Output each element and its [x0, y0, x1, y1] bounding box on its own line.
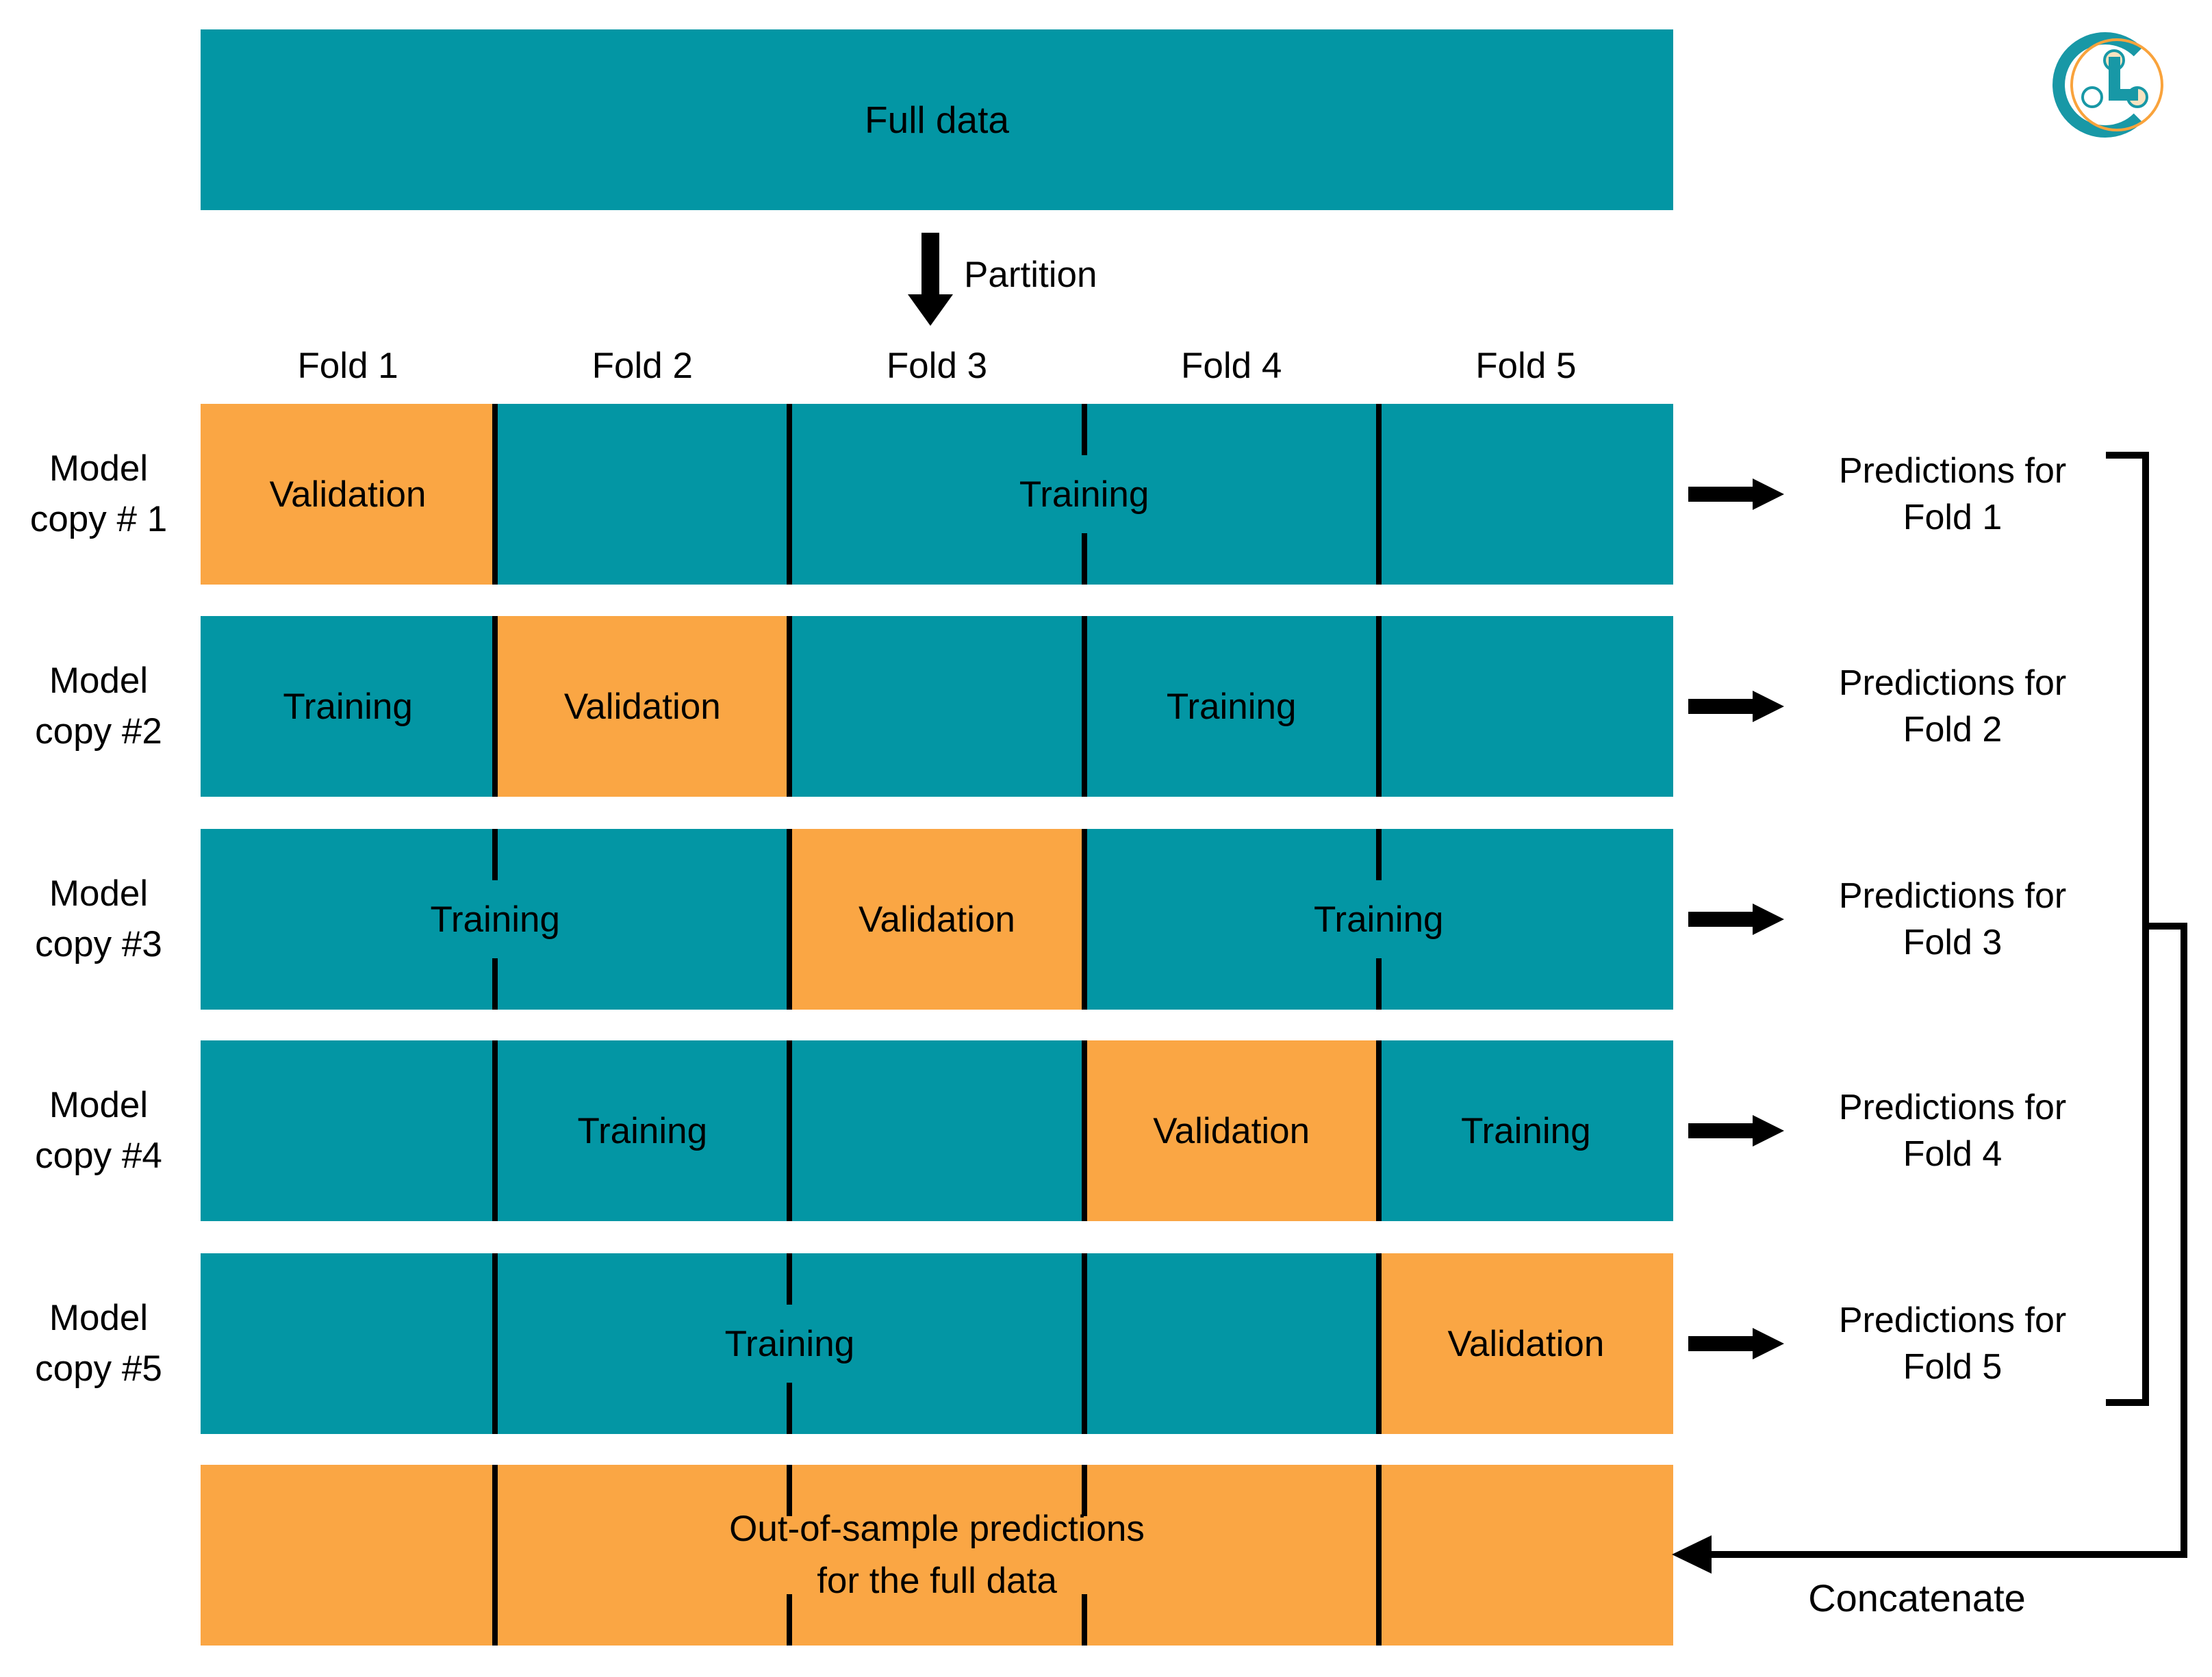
- bracket-vertical-line: [2142, 452, 2149, 1406]
- out-of-sample-predictions-bar: Out-of-sample predictions for the full d…: [201, 1465, 1673, 1646]
- fold-divider: [1081, 404, 1087, 585]
- fold-divider: [492, 1253, 498, 1434]
- full-data-bar: Full data: [201, 29, 1673, 210]
- fold-divider: [1375, 1465, 1382, 1646]
- fold-divider: [787, 1465, 793, 1646]
- concatenate-vertical-line: [2181, 923, 2187, 1558]
- partition-down-arrow-icon: [908, 233, 953, 326]
- validation-segment: Validation: [789, 829, 1084, 1010]
- fold-divider: [787, 1253, 793, 1434]
- validation-segment: Validation: [1378, 1253, 1673, 1434]
- full-data-label: Full data: [865, 99, 1009, 141]
- row-label-model-copy-4: Model copy #4: [35, 1085, 162, 1176]
- out-of-sample-label: Out-of-sample predictions for the full d…: [729, 1509, 1145, 1601]
- validation-segment: Validation: [1084, 1040, 1379, 1221]
- fold-label-5: Fold 5: [1475, 346, 1577, 386]
- fold-divider: [787, 616, 793, 797]
- fold-bar-model-copy-2: Training Validation Training: [201, 616, 1673, 797]
- prediction-label-fold-5: Predictions for Fold 5: [1838, 1301, 2067, 1387]
- fold-divider: [1375, 1040, 1382, 1221]
- fold-divider: [492, 1040, 498, 1221]
- fold-bar-model-copy-3: Training Validation Training: [201, 829, 1673, 1010]
- fold-header-row: Fold 1 Fold 2 Fold 3 Fold 4 Fold 5: [201, 346, 1673, 387]
- fold-divider: [1375, 829, 1382, 1010]
- row-label-model-copy-5: Model copy #5: [35, 1298, 162, 1389]
- fold-divider: [1375, 1253, 1382, 1434]
- fold-bar-model-copy-1: Validation Training: [201, 404, 1673, 585]
- brand-logo-icon: [2052, 32, 2163, 138]
- right-arrow-icon: [1688, 1328, 1784, 1359]
- fold-label-3: Fold 3: [886, 346, 988, 386]
- fold-divider: [492, 404, 498, 585]
- fold-divider: [1081, 616, 1087, 797]
- row-label-model-copy-3: Model copy #3: [35, 873, 162, 964]
- fold-label-4: Fold 4: [1181, 346, 1282, 386]
- bracket-bottom-tick: [2106, 1399, 2149, 1406]
- right-arrow-icon: [1688, 1115, 1784, 1147]
- fold-divider: [1375, 616, 1382, 797]
- fold-divider: [492, 616, 498, 797]
- fold-divider: [1081, 1040, 1087, 1221]
- fold-divider: [492, 829, 498, 1010]
- fold-divider: [492, 1465, 498, 1646]
- training-segment: Training: [1378, 1040, 1673, 1221]
- training-segment: Training: [201, 616, 496, 797]
- concatenate-label: Concatenate: [1808, 1576, 2026, 1620]
- validation-segment: Validation: [495, 616, 790, 797]
- partition-label: Partition: [964, 255, 1097, 295]
- fold-divider: [1081, 1253, 1087, 1434]
- fold-bar-model-copy-5: Training Validation: [201, 1253, 1673, 1434]
- prediction-label-fold-2: Predictions for Fold 2: [1838, 663, 2067, 750]
- row-label-model-copy-2: Model copy #2: [35, 661, 162, 752]
- fold-label-2: Fold 2: [592, 346, 693, 386]
- arrow-head: [908, 294, 953, 326]
- validation-segment: Validation: [201, 404, 496, 585]
- fold-divider: [1375, 404, 1382, 585]
- prediction-label-fold-1: Predictions for Fold 1: [1838, 451, 2067, 537]
- right-arrow-icon: [1688, 478, 1784, 510]
- fold-divider: [787, 1040, 793, 1221]
- training-segment: Training: [789, 616, 1673, 797]
- fold-divider: [1081, 829, 1087, 1010]
- row-label-model-copy-1: Model copy # 1: [29, 448, 168, 539]
- arrow-shaft: [921, 233, 939, 296]
- prediction-label-fold-4: Predictions for Fold 4: [1838, 1088, 2067, 1174]
- fold-divider: [787, 404, 793, 585]
- training-segment: Training: [201, 1040, 1084, 1221]
- bracket-branch-line: [2149, 923, 2187, 930]
- bracket-top-tick: [2106, 452, 2149, 459]
- right-arrow-icon: [1688, 904, 1784, 935]
- fold-bar-model-copy-4: Training Validation Training: [201, 1040, 1673, 1221]
- prediction-label-fold-3: Predictions for Fold 3: [1838, 876, 2067, 962]
- right-arrow-icon: [1688, 691, 1784, 722]
- fold-label-1: Fold 1: [297, 346, 398, 386]
- fold-divider: [787, 829, 793, 1010]
- concatenate-arrow-line: [1710, 1551, 2187, 1558]
- concatenate-arrow-head-icon: [1672, 1535, 1712, 1574]
- fold-divider: [1081, 1465, 1087, 1646]
